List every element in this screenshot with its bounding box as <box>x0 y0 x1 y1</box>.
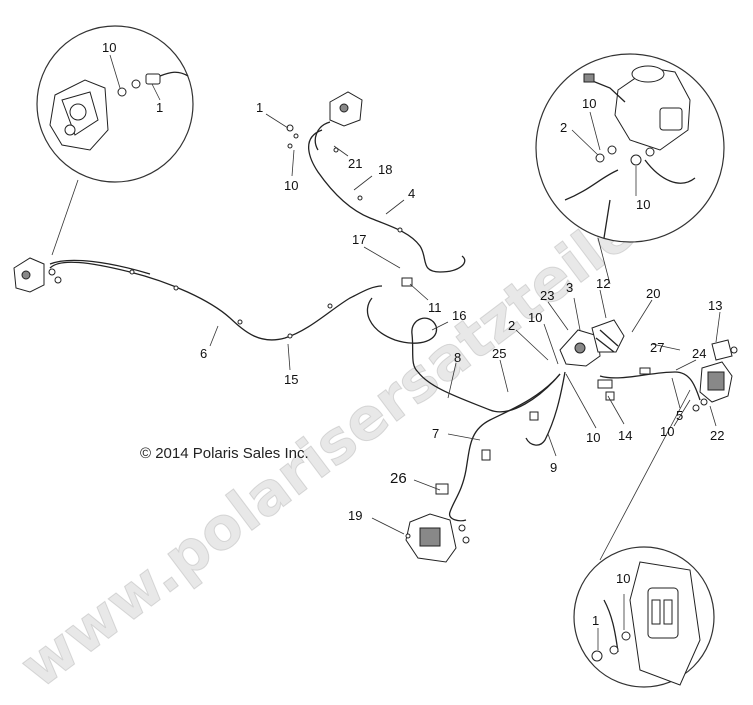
callout-10: 10 <box>582 96 596 111</box>
callout-11: 11 <box>428 300 442 315</box>
callout-25: 25 <box>492 346 506 361</box>
callout-10: 10 <box>636 197 650 212</box>
callout-10: 10 <box>660 424 674 439</box>
callout-1: 1 <box>256 100 263 115</box>
brake-line-5 <box>599 371 701 401</box>
callout-2: 2 <box>560 120 567 135</box>
brake-line-8 <box>417 371 561 413</box>
callout-15: 15 <box>284 372 298 387</box>
master-cylinder-assembly <box>559 319 651 389</box>
rear-left-caliper <box>405 483 470 563</box>
callout-9: 9 <box>550 460 557 475</box>
callout-27: 27 <box>650 340 664 355</box>
callout-5: 5 <box>676 408 683 423</box>
callout-13: 13 <box>708 298 722 313</box>
callout-26: 26 <box>390 470 407 487</box>
callout-18: 18 <box>378 162 392 177</box>
detail-circle-front-left-caliper: 10 1 <box>36 25 194 256</box>
detail-circle-rear-caliper: 10 1 <box>573 389 715 688</box>
callout-1: 1 <box>156 100 163 115</box>
callout-14: 14 <box>618 428 632 443</box>
clips <box>129 124 615 539</box>
brake-line-7 <box>448 373 561 522</box>
callout-20: 20 <box>646 286 660 301</box>
brake-line-6 <box>49 261 383 341</box>
callout-10: 10 <box>284 178 298 193</box>
callout-21: 21 <box>348 156 362 171</box>
brake-line-4 <box>308 129 466 273</box>
callout-23: 23 <box>540 288 554 303</box>
callout-16: 16 <box>452 308 466 323</box>
callout-1: 1 <box>592 613 599 628</box>
callout-17: 17 <box>352 232 366 247</box>
callouts: 1 10 21 18 4 17 11 16 6 15 8 7 25 2 10 2… <box>200 100 724 523</box>
copyright-text: © 2014 Polaris Sales Inc. <box>140 445 309 462</box>
leader-lines <box>209 113 721 535</box>
brake-line-16 <box>366 297 438 373</box>
callout-10: 10 <box>586 430 600 445</box>
callout-8: 8 <box>454 350 461 365</box>
callout-10: 10 <box>616 571 630 586</box>
callout-7: 7 <box>432 426 439 441</box>
front-right-caliper <box>329 91 363 127</box>
brake-line-9 <box>525 371 566 446</box>
callout-22: 22 <box>710 428 724 443</box>
callout-10: 10 <box>102 40 116 55</box>
callout-4: 4 <box>408 186 415 201</box>
callout-6: 6 <box>200 346 207 361</box>
front-left-caliper <box>13 257 62 293</box>
callout-19: 19 <box>348 508 362 523</box>
callout-12: 12 <box>596 276 610 291</box>
callout-24: 24 <box>692 346 706 361</box>
detail-circle-master-cylinder: 10 2 10 <box>535 53 725 285</box>
callout-3: 3 <box>566 280 573 295</box>
callout-10: 10 <box>528 310 542 325</box>
callout-2: 2 <box>508 318 515 333</box>
rear-right-caliper <box>692 339 738 412</box>
